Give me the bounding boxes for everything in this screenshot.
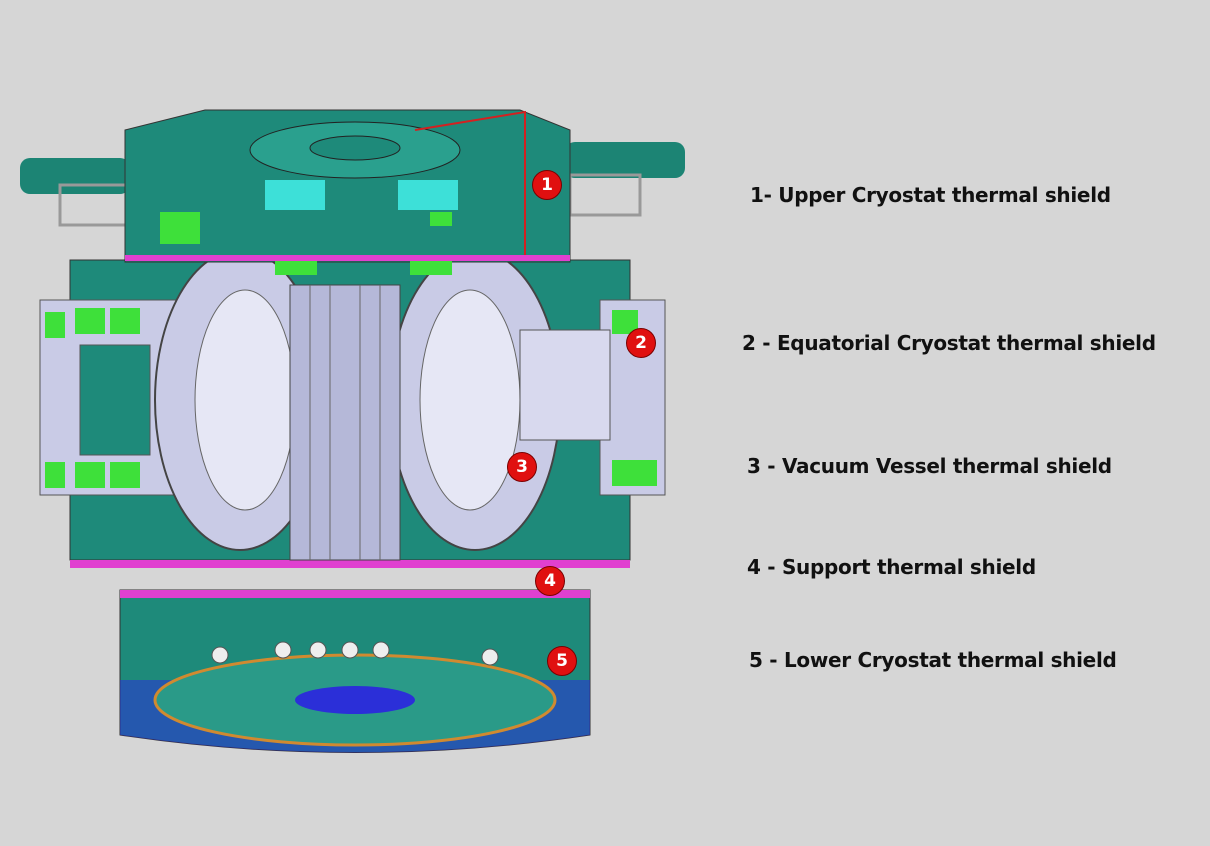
marker-3: 3 (507, 452, 537, 482)
label-upper-cryostat: 1- Upper Cryostat thermal shield (750, 183, 1111, 207)
label-vacuum-vessel: 3 - Vacuum Vessel thermal shield (747, 454, 1112, 478)
vacuum-vessel-shield (154, 249, 611, 561)
marker-5: 5 (547, 646, 577, 676)
marker-2: 2 (626, 328, 656, 358)
marker-4: 4 (535, 566, 565, 596)
label-lower-cryostat: 5 - Lower Cryostat thermal shield (749, 648, 1117, 672)
label-equatorial-cryostat: 2 - Equatorial Cryostat thermal shield (742, 331, 1156, 355)
label-support: 4 - Support thermal shield (747, 555, 1036, 579)
right-pipe (565, 142, 685, 217)
lower-cryostat-shield (119, 589, 591, 753)
upper-cryostat-shield (124, 109, 571, 275)
marker-1: 1 (532, 170, 562, 200)
left-pipe (20, 158, 132, 227)
